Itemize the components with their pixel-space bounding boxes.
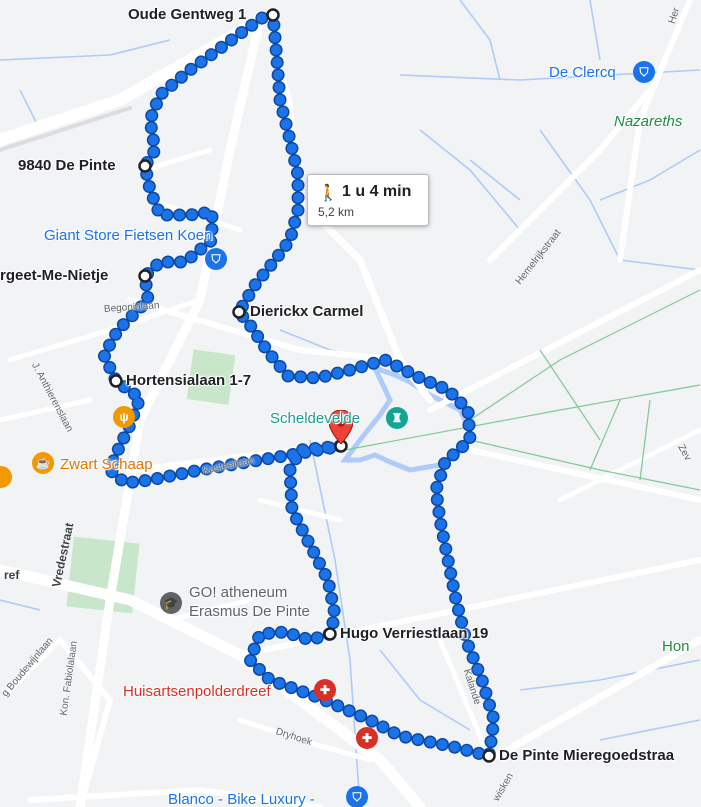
- waypoint-marker-dierickx: [232, 305, 246, 319]
- waypoint-marker-mieregoed: [482, 749, 496, 763]
- poi-label-hon[interactable]: Hon: [662, 638, 690, 655]
- red-map-pin-icon[interactable]: [329, 410, 353, 444]
- waypoint-marker-de-pinte: [138, 159, 152, 173]
- waypoint-marker-vergeet: [138, 269, 152, 283]
- waypoint-label-dierickx[interactable]: Dierickx Carmel: [250, 303, 364, 320]
- poi-label-giant[interactable]: Giant Store Fietsen Koen: [44, 227, 213, 244]
- waypoint-label-oude-gentweg[interactable]: Oude Gentweg 1: [128, 6, 247, 23]
- poi-label-de-clercq[interactable]: De Clercq: [549, 64, 616, 81]
- waypoint-label-hugo[interactable]: Hugo Verriestlaan 19: [340, 625, 489, 642]
- graduation-cap-icon[interactable]: 🎓: [160, 592, 182, 614]
- shopping-bag-icon[interactable]: ⛉: [633, 61, 655, 83]
- shopping-bag-icon[interactable]: ⛉: [346, 786, 368, 807]
- medical-bag-icon[interactable]: ✚: [356, 727, 378, 749]
- medical-bag-icon[interactable]: ✚: [314, 679, 336, 701]
- route-duration: 1 u 4 min: [342, 183, 412, 200]
- walking-route: [97, 8, 501, 763]
- poi-label-go-line2[interactable]: Erasmus De Pinte: [189, 603, 310, 620]
- poi-label-scheldevelde[interactable]: Scheldevelde: [270, 410, 361, 427]
- waypoint-marker-hortensia: [109, 374, 123, 388]
- route-distance: 5,2 km: [318, 205, 355, 219]
- fork-knife-icon[interactable]: ψ: [113, 406, 135, 428]
- waypoint-label-de-pinte[interactable]: 9840 De Pinte: [18, 157, 116, 174]
- shopping-bag-icon[interactable]: ⛉: [205, 248, 227, 270]
- poi-label-blanco[interactable]: Blanco - Bike Luxury -: [168, 791, 315, 807]
- poi-label-nazareths[interactable]: Nazareths: [614, 113, 683, 130]
- park-area: [186, 349, 236, 405]
- walking-person-icon: 🚶: [318, 185, 338, 202]
- street-label-ref: ref: [4, 568, 20, 582]
- waypoint-label-hortensia[interactable]: Hortensialaan 1-7: [126, 372, 252, 389]
- coffee-cup-icon[interactable]: ☕: [32, 452, 54, 474]
- waypoint-marker-hugo: [323, 627, 337, 641]
- waypoint-label-vergeet[interactable]: rgeet-Me-Nietje: [0, 267, 109, 284]
- route-info-box[interactable]: 🚶 1 u 4 min 5,2 km: [307, 174, 429, 226]
- waypoint-marker-oude-gentweg: [266, 8, 280, 22]
- waypoint-label-mieregoed[interactable]: De Pinte Mieregoedstraa: [499, 747, 675, 764]
- castle-icon[interactable]: ♜: [386, 407, 408, 429]
- poi-label-go-line1[interactable]: GO! atheneum: [189, 584, 288, 601]
- waypoint-markers: [109, 8, 496, 763]
- trails: [344, 289, 701, 491]
- coffee-cup-icon[interactable]: [0, 466, 12, 488]
- poi-label-zwart-schaap[interactable]: Zwart Schaap: [60, 456, 153, 473]
- poi-label-huisarts[interactable]: Huisartsenpolderdreef: [123, 683, 271, 700]
